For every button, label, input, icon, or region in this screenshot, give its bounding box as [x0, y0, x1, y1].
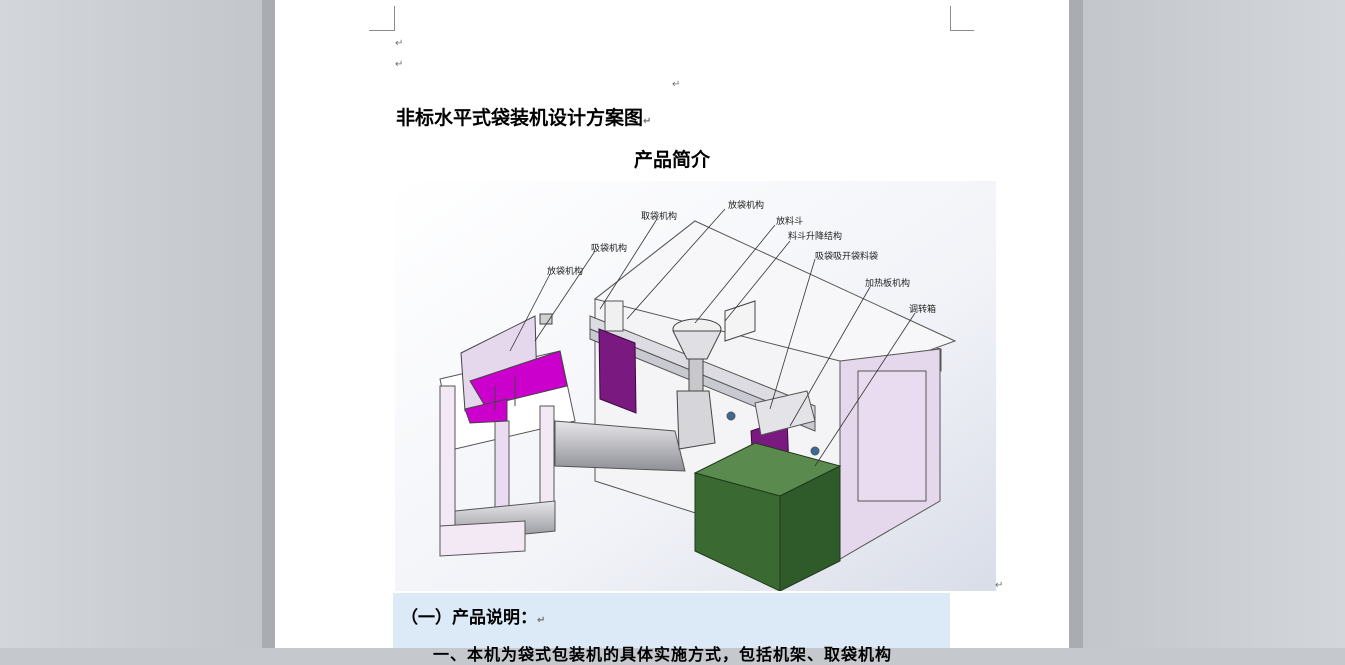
callout-label: 料斗升降结构 — [788, 230, 842, 242]
bag-magazine — [460, 313, 568, 424]
paragraph-mark: ↵ — [672, 79, 681, 90]
paragraph-mark: ↵ — [395, 59, 404, 70]
workspace-left — [0, 0, 262, 648]
callout-label: 调转箱 — [909, 303, 936, 315]
section-highlight: （一）产品说明：↵ 一、本机为袋式包装机的具体实施方式，包括机架、取袋机构 — [393, 593, 950, 664]
workspace-right — [1083, 0, 1345, 648]
callout-label: 放袋机构 — [547, 265, 583, 277]
callout-label: 放袋机构 — [728, 199, 764, 211]
document-subtitle: 产品简介 — [633, 149, 710, 171]
filling-hopper — [672, 300, 756, 450]
page-shadow-left — [262, 0, 275, 648]
paragraph-mark: ↵ — [537, 615, 546, 626]
crop-mark-top-right — [950, 6, 974, 31]
machine-diagram[interactable]: 取袋机构 放袋机构 放料斗 料斗升降结构 吸袋吸开袋料袋 加热板机构 调转箱 吸… — [395, 181, 996, 591]
document-page[interactable]: ↵ ↵ ↵ 非标水平式袋装机设计方案图↵ 产品简介 — [275, 0, 1069, 664]
page-shadow-right — [1069, 0, 1083, 648]
crop-mark-top-left — [369, 6, 395, 31]
hanging-bag — [598, 328, 637, 414]
callout-label: 取袋机构 — [641, 210, 677, 222]
callout-label: 放料斗 — [776, 215, 803, 227]
document-title: 非标水平式袋装机设计方案图↵ — [396, 107, 652, 129]
callout-label: 吸袋吸开袋料袋 — [815, 250, 878, 262]
section-heading: （一）产品说明：↵ — [401, 608, 546, 628]
callout-label: 加热板机构 — [865, 277, 910, 289]
section-body-text: 一、本机为袋式包装机的具体实施方式，包括机架、取袋机构 — [433, 645, 893, 664]
paragraph-mark: ↵ — [395, 38, 404, 49]
callout-label: 吸袋机构 — [591, 242, 627, 254]
paragraph-mark: ↵ — [643, 116, 652, 127]
paragraph-mark: ↵ — [995, 580, 1004, 591]
collection-bin — [693, 442, 842, 591]
machine-diagram-svg: 取袋机构 放袋机构 放料斗 料斗升降结构 吸袋吸开袋料袋 加热板机构 调转箱 吸… — [395, 181, 996, 591]
callout-leaders — [509, 208, 916, 467]
